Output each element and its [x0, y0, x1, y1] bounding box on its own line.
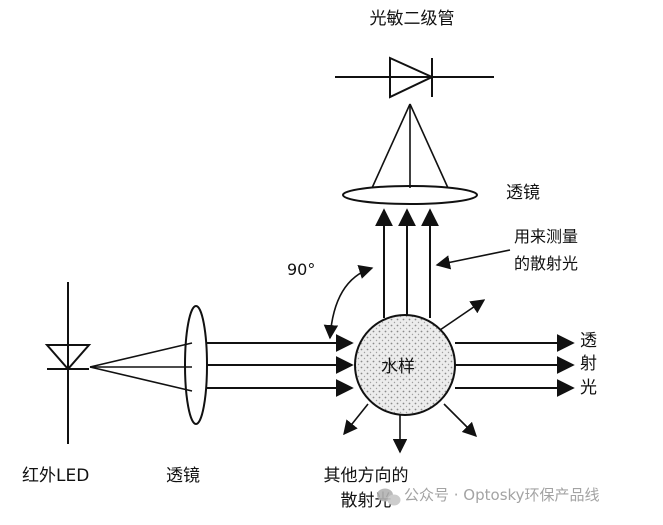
- left-lens-label: 透镜: [166, 466, 200, 486]
- transmitted-label-1: 透: [580, 331, 597, 351]
- angle-label: 90°: [287, 260, 315, 279]
- scattered-label-line2: 的散射光: [514, 254, 578, 273]
- other-scatter-arrows: [343, 299, 486, 454]
- other-scatter-label-line1: 其他方向的: [324, 466, 409, 486]
- transmitted-label-2: 射: [580, 354, 597, 374]
- scattered-pointer: [435, 249, 511, 270]
- angle-arc: [323, 265, 374, 340]
- photodiode-label: 光敏二级管: [370, 9, 455, 29]
- transmitted-label-3: 光: [580, 378, 597, 398]
- watermark-text: 公众号 · Optosky环保产品线: [404, 486, 600, 504]
- top-lens: [342, 185, 478, 205]
- top-lens-label: 透镜: [506, 183, 540, 203]
- led-symbol: [44, 282, 92, 444]
- photodiode-symbol: [335, 56, 494, 99]
- led-beam-cone: [89, 342, 193, 392]
- wechat-icon: [377, 488, 401, 506]
- photodiode-focus-cone: [371, 103, 449, 189]
- scattered-label-line1: 用来测量: [514, 227, 578, 246]
- led-label: 红外LED: [22, 466, 89, 486]
- transmitted-beams: [455, 334, 575, 397]
- left-lens: [184, 305, 208, 425]
- scattered-beams-up: [375, 208, 439, 318]
- incident-beams: [207, 334, 354, 397]
- sample-label: 水样: [381, 357, 415, 377]
- watermark: 公众号 · Optosky环保产品线: [377, 486, 600, 506]
